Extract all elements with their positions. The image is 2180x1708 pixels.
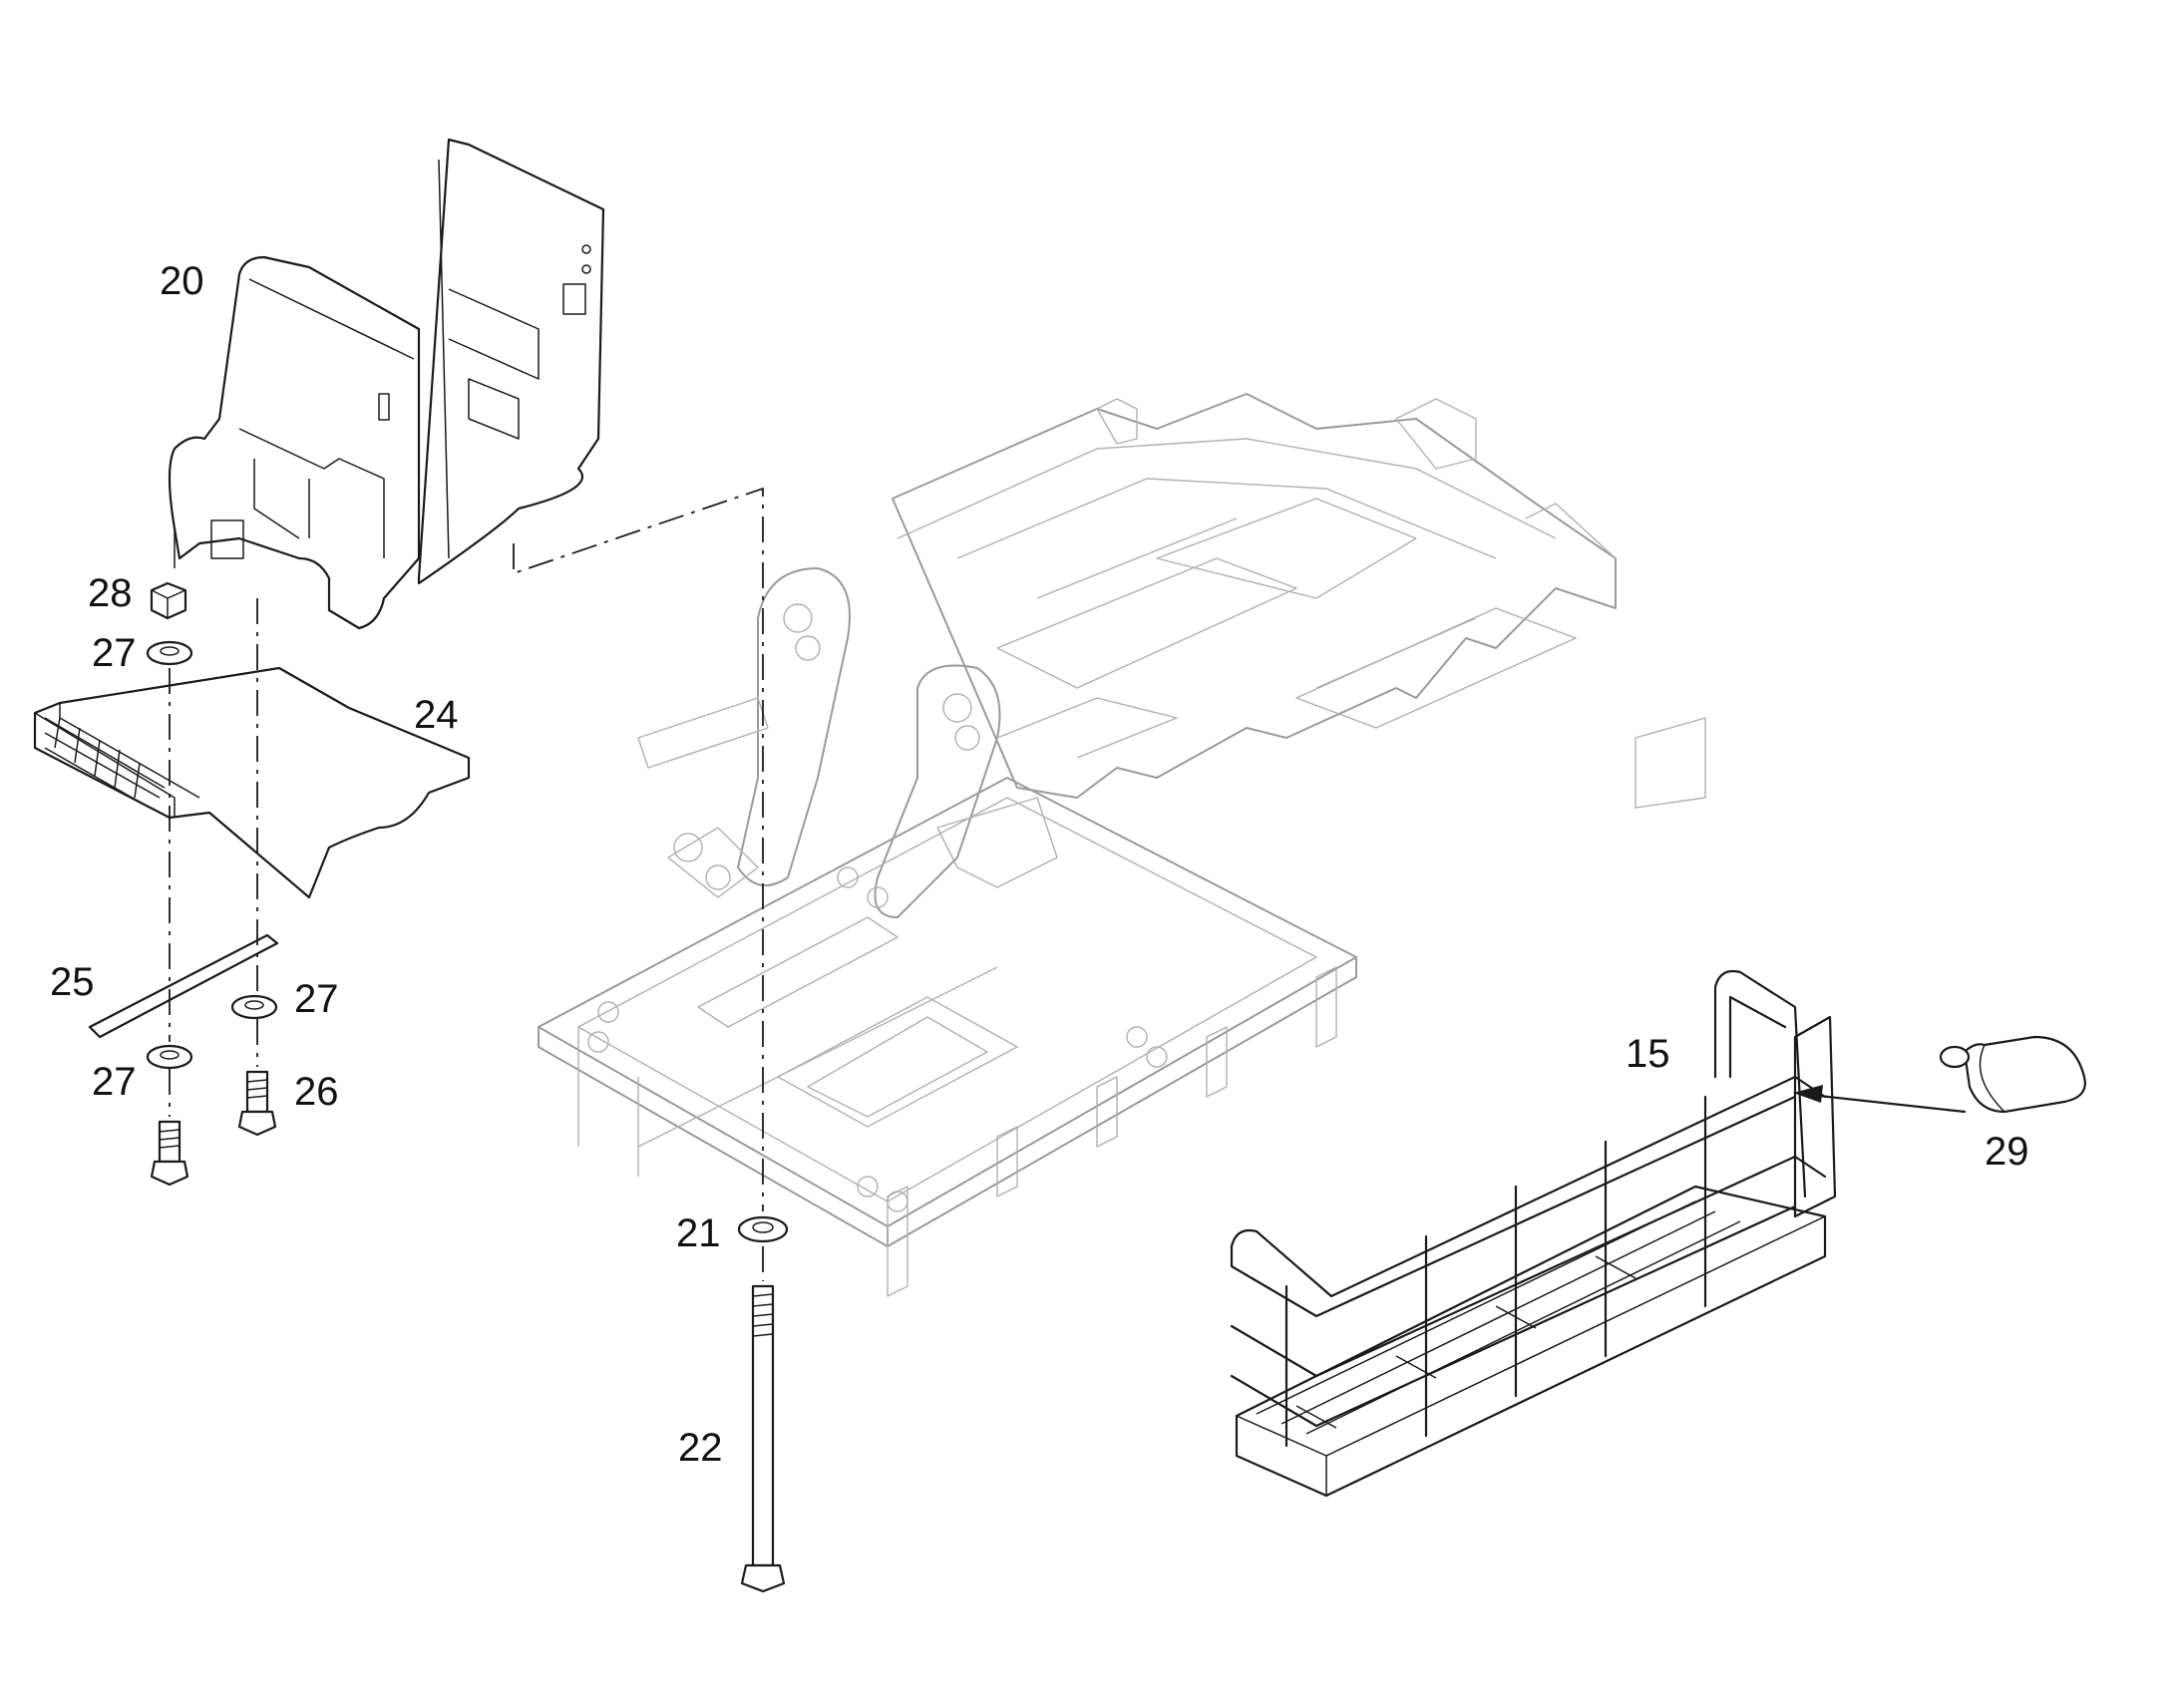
washer-27-top xyxy=(146,640,193,666)
machine-frame-ghost xyxy=(538,393,1706,1297)
long-bolt-22 xyxy=(740,1284,786,1593)
label-part-29: 29 xyxy=(1985,1130,2029,1174)
walkway-basket-15 xyxy=(1230,969,1837,1498)
vent-grille xyxy=(44,717,166,809)
label-part-28: 28 xyxy=(88,571,133,615)
nut-28 xyxy=(150,581,187,620)
label-part-20: 20 xyxy=(160,259,204,303)
label-part-25: 25 xyxy=(50,960,95,1004)
floor-plate-24 xyxy=(33,666,471,899)
seat-box-assembly xyxy=(168,138,605,630)
label-part-26: 26 xyxy=(294,1070,339,1114)
label-part-15: 15 xyxy=(1626,1032,1670,1076)
washer-27-left xyxy=(146,1044,193,1070)
label-part-27-left: 27 xyxy=(92,1060,137,1104)
label-part-27-top: 27 xyxy=(92,631,137,675)
bolt-left xyxy=(150,1120,189,1187)
label-part-27-right: 27 xyxy=(294,977,339,1021)
part-labels: 20 28 27 24 25 27 27 26 21 22 15 29 xyxy=(50,259,2029,1470)
bolt-26 xyxy=(237,1070,277,1137)
label-part-22: 22 xyxy=(678,1426,723,1470)
label-part-24: 24 xyxy=(414,693,459,737)
assembly-lines xyxy=(169,487,764,1281)
washer-21 xyxy=(737,1215,789,1243)
rubber-stop-29 xyxy=(1939,1035,2086,1114)
strip-25 xyxy=(88,933,279,1039)
washer-27-right xyxy=(230,994,278,1020)
pointer-arrow-29 xyxy=(1793,1085,1967,1114)
label-part-21: 21 xyxy=(676,1211,721,1255)
